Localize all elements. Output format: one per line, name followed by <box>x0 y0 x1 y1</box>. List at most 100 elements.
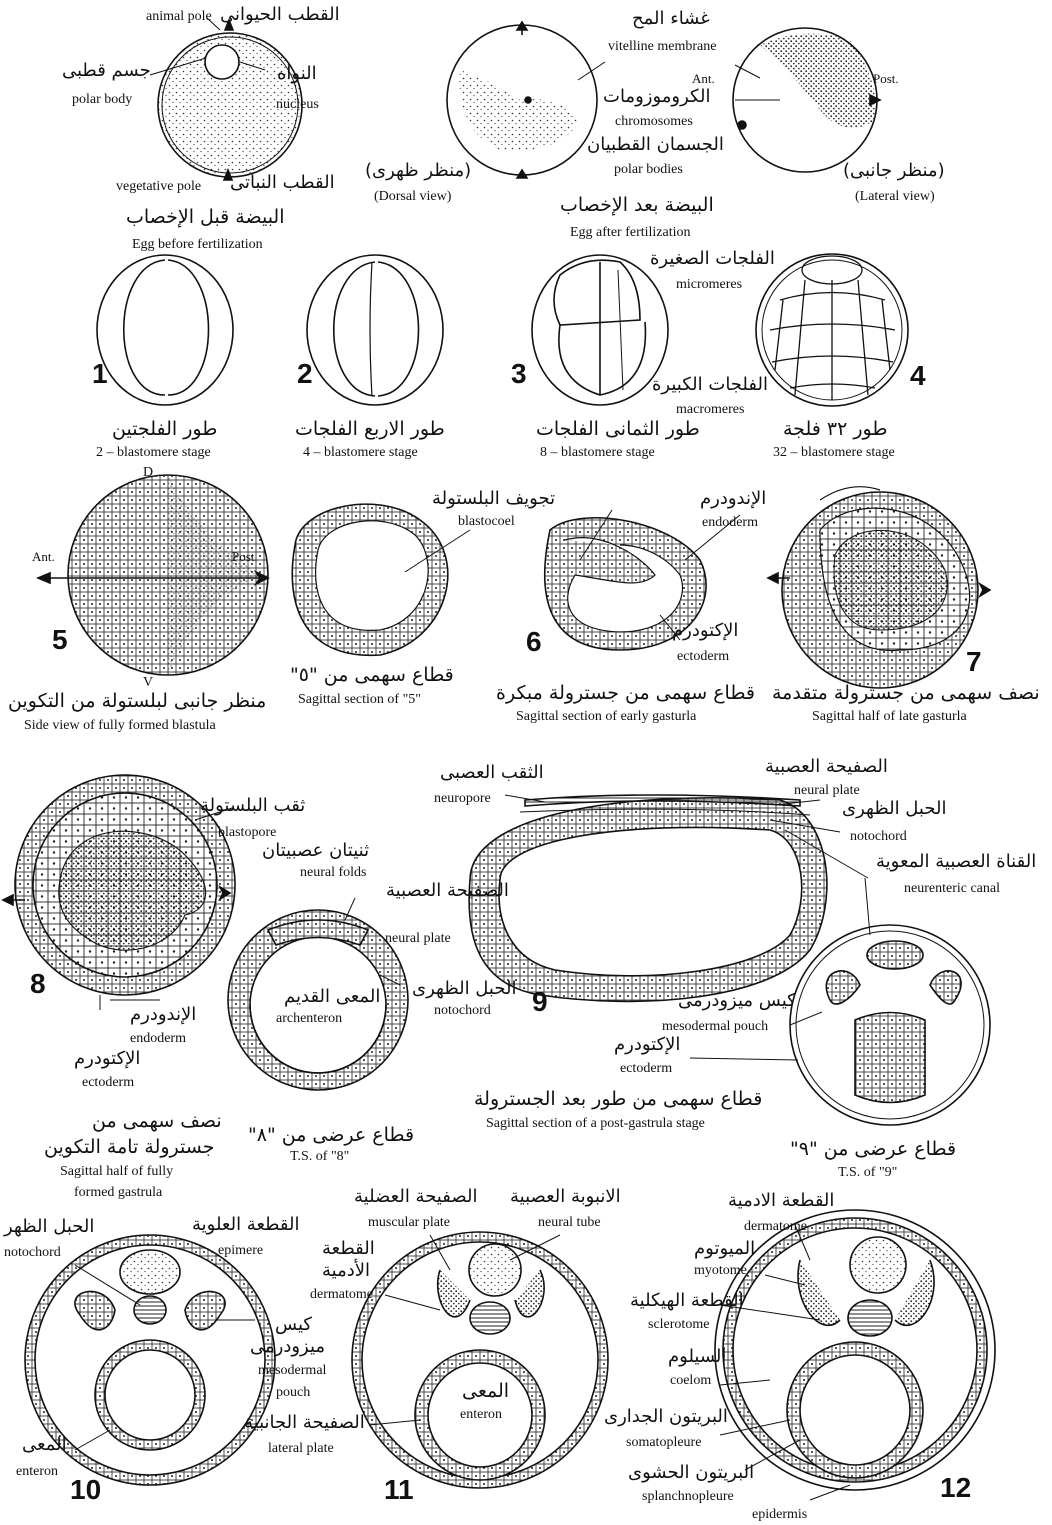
caption-8-blastomere-ar: طور الثمانى الفلجات <box>536 420 700 439</box>
label-polar-body-ar: جسم قطبى <box>62 62 151 80</box>
label-micromeres-en: micromeres <box>676 278 742 292</box>
caption-32-blastomere-en: 32 – blastomere stage <box>773 446 895 460</box>
label-mesodermal-pouch-10-ar1: كيس <box>275 1316 312 1334</box>
label-neurenteric-canal-ar: القناة العصبية المعوية <box>876 853 1036 871</box>
stage-number-6: 6 <box>526 628 542 656</box>
caption-gastrula-half-ar2: جسترولة تامة التكوين <box>44 1138 214 1157</box>
label-coelom-ar: السيلوم <box>668 1348 726 1366</box>
caption-egg-before-en: Egg before fertilization <box>132 238 263 252</box>
label-macromeres-ar: الفلجات الكبيرة <box>652 376 768 394</box>
thirty-two-blastomere-embryo <box>756 254 908 406</box>
label-dermatome-en: dermatome <box>310 1288 373 1302</box>
label-nucleus-en: nucleus <box>276 98 319 112</box>
caption-side-view-en: Side view of fully formed blastula <box>24 719 216 733</box>
label-endoderm-8-ar: الإندودرم <box>130 1006 196 1024</box>
label-polar-body-en: polar body <box>72 93 132 107</box>
embryo-section-11 <box>352 1232 608 1488</box>
label-dorsal-view-en: (Dorsal view) <box>374 190 451 204</box>
label-endoderm-en: endoderm <box>702 516 758 530</box>
label-blastocoel-ar: تجويف البلستولة <box>432 490 555 508</box>
label-animal-pole-en: animal pole <box>146 10 212 24</box>
caption-side-view-ar: منظر جانبى لبلستولة من التكوين <box>8 692 266 711</box>
label-vegetative-pole-ar: القطب النباتى <box>230 174 335 192</box>
label-mesodermal-pouch-10-en2: pouch <box>276 1386 310 1400</box>
label-ectoderm-8-ar: الإكتودرم <box>74 1050 140 1068</box>
label-endoderm-ar: الإندودرم <box>700 490 766 508</box>
label-dermatome-12-en: dermatome <box>744 1220 807 1234</box>
label-ant-row3: Ant. <box>32 550 55 563</box>
caption-4-blastomere-ar: طور الاربع الفلجات <box>295 420 445 439</box>
label-vitelline-ar: غشاء المح <box>632 10 710 28</box>
label-ectoderm-ar: الإكتودرم <box>672 622 738 640</box>
label-chromosomes-ar: الكروموزومات <box>603 88 710 106</box>
stage-number-3: 3 <box>511 360 527 388</box>
egg-after-fertilization-dorsal <box>447 22 597 178</box>
label-enteron-10-ar: المعى <box>22 1436 67 1454</box>
caption-ts9-ar: قطاع عرضى من "٩" <box>790 1140 956 1159</box>
label-polar-bodies-ar: الجسمان القطبيان <box>587 136 724 154</box>
label-splanchnopleure-ar: البريتون الحشوى <box>628 1464 754 1482</box>
label-dorsal-d: D <box>143 466 153 480</box>
label-neural-plate-9-en: neural plate <box>794 784 860 798</box>
label-lateral-plate-en: lateral plate <box>268 1442 334 1456</box>
caption-egg-after-ar: البيضة بعد الإخصاب <box>560 196 714 215</box>
caption-egg-before-ar: البيضة قبل الإخصاب <box>126 208 285 227</box>
label-dermatome-ar1: القطعة <box>322 1240 375 1258</box>
label-ant-row1: Ant. <box>692 72 715 85</box>
label-neural-plate-9-ar: الصفيحة العصبية <box>765 758 888 776</box>
label-blastocoel-en: blastocoel <box>458 515 515 529</box>
stage-number-2: 2 <box>297 360 313 388</box>
stage-number-12: 12 <box>940 1474 971 1502</box>
stage-number-7: 7 <box>966 648 982 676</box>
label-muscular-plate-en: muscular plate <box>368 1216 450 1230</box>
caption-gastrula-half-en2: formed gastrula <box>74 1186 162 1200</box>
label-neural-folds-ar: ثنيتان عصبيتان <box>262 842 369 860</box>
label-endoderm-8-en: endoderm <box>130 1032 186 1046</box>
label-neurenteric-canal-en: neurenteric canal <box>904 882 1000 896</box>
label-dorsal-view-ar: (منظر ظهرى) <box>365 162 471 180</box>
label-archenteron-en: archenteron <box>276 1012 342 1026</box>
label-notochord-ar: الحبل الظهرى <box>412 980 516 998</box>
label-neural-tube-en: neural tube <box>538 1216 601 1230</box>
label-neural-plate-en: neural plate <box>385 932 451 946</box>
stage-number-11: 11 <box>384 1476 414 1504</box>
caption-ts8-en: T.S. of "8" <box>290 1150 349 1164</box>
blastula-sagittal-section <box>292 504 470 655</box>
label-vitelline-en: vitelline membrane <box>608 40 716 54</box>
label-neural-tube-ar: الانبوبة العصبية <box>510 1188 621 1206</box>
caption-early-gastrula-ar: قطاع سهمى من جسترولة مبكرة <box>496 684 755 703</box>
caption-ts8-ar: قطاع عرضى من "٨" <box>248 1126 414 1145</box>
label-lateral-plate-ar: الصفيحة الجانبية <box>244 1414 365 1432</box>
label-archenteron-ar: المعى القديم <box>284 988 380 1006</box>
label-post-row3: Post. <box>232 550 258 563</box>
label-macromeres-en: macromeres <box>676 403 744 417</box>
label-somatopleure-en: somatopleure <box>626 1436 701 1450</box>
caption-2-blastomere-ar: طور الفلجتين <box>112 420 217 439</box>
label-epimere-en: epimere <box>218 1244 263 1258</box>
label-lateral-view-ar: (منظر جانبى) <box>843 162 945 180</box>
label-neural-plate-ar: الصفيحة العصبية <box>386 882 509 900</box>
label-blastopore-en: blastopore <box>218 826 276 840</box>
label-splanchnopleure-en: splanchnopleure <box>642 1490 734 1504</box>
label-sclerotome-ar: القطعة الهيكلية <box>630 1292 744 1310</box>
caption-post-gastrula-ar: قطاع سهمى من طور بعد الجسترولة <box>474 1090 762 1109</box>
caption-gastrula-half-en1: Sagittal half of fully <box>60 1165 173 1179</box>
label-mesodermal-pouch-10-en1: mesodermal <box>258 1364 326 1378</box>
label-notochord-10-en: notochord <box>4 1246 61 1260</box>
label-notochord-10-ar: الحبل الظهر <box>4 1218 94 1236</box>
caption-late-gastrula-ar: نصف سهمى من جسترولة متقدمة <box>772 684 1040 703</box>
label-chromosomes-en: chromosomes <box>615 115 693 129</box>
stage-number-8: 8 <box>30 970 46 998</box>
label-epidermis-en: epidermis <box>752 1508 807 1522</box>
label-ectoderm-9-ar: الإكتودرم <box>614 1036 680 1054</box>
label-enteron-11-ar: المعى <box>462 1382 509 1401</box>
label-ectoderm-9-en: ectoderm <box>620 1062 672 1076</box>
stage-number-1: 1 <box>92 360 108 388</box>
caption-2-blastomere-en: 2 – blastomere stage <box>96 446 211 460</box>
label-notochord-en: notochord <box>434 1004 491 1018</box>
label-polar-bodies-en: polar bodies <box>614 163 683 177</box>
label-sclerotome-en: sclerotome <box>648 1318 709 1332</box>
caption-gastrula-half-ar1: نصف سهمى من <box>92 1112 222 1131</box>
label-notochord-9-ar: الحبل الظهرى <box>842 800 946 818</box>
caption-egg-after-en: Egg after fertilization <box>570 226 691 240</box>
